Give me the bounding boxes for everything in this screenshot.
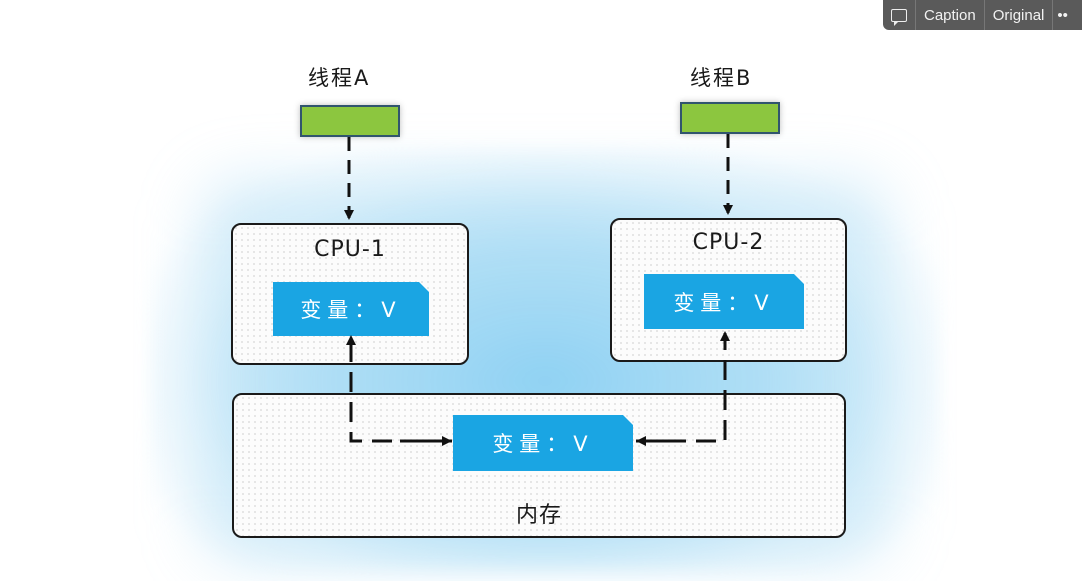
memory-box: 变量：V 内存 bbox=[232, 393, 846, 538]
more-button[interactable]: •• bbox=[1057, 6, 1068, 24]
memory-title: 内存 bbox=[515, 503, 562, 528]
thread-a-label: 线程A bbox=[308, 66, 371, 90]
cpu-2-title: CPU-2 bbox=[692, 230, 765, 255]
memory-variable: 变量：V bbox=[453, 415, 633, 471]
speech-bubble-icon bbox=[891, 8, 907, 26]
original-button[interactable]: Original bbox=[985, 0, 1054, 30]
memory-to-cpu-2-arrow bbox=[636, 331, 730, 443]
thread-a-bar bbox=[300, 105, 400, 137]
memory-to-cpu-1-arrow bbox=[346, 335, 452, 443]
cpu-1-title: CPU-1 bbox=[314, 237, 386, 262]
thread-b-label: 线程B bbox=[690, 66, 753, 90]
caption-button[interactable]: Caption bbox=[916, 0, 985, 30]
image-toolbar: Caption Original •• bbox=[883, 0, 1082, 30]
cpu-1-variable: 变量：V bbox=[273, 282, 429, 336]
comment-button[interactable] bbox=[883, 0, 916, 30]
cpu-2-variable: 变量：V bbox=[644, 274, 804, 329]
thread-b-bar bbox=[680, 102, 780, 134]
